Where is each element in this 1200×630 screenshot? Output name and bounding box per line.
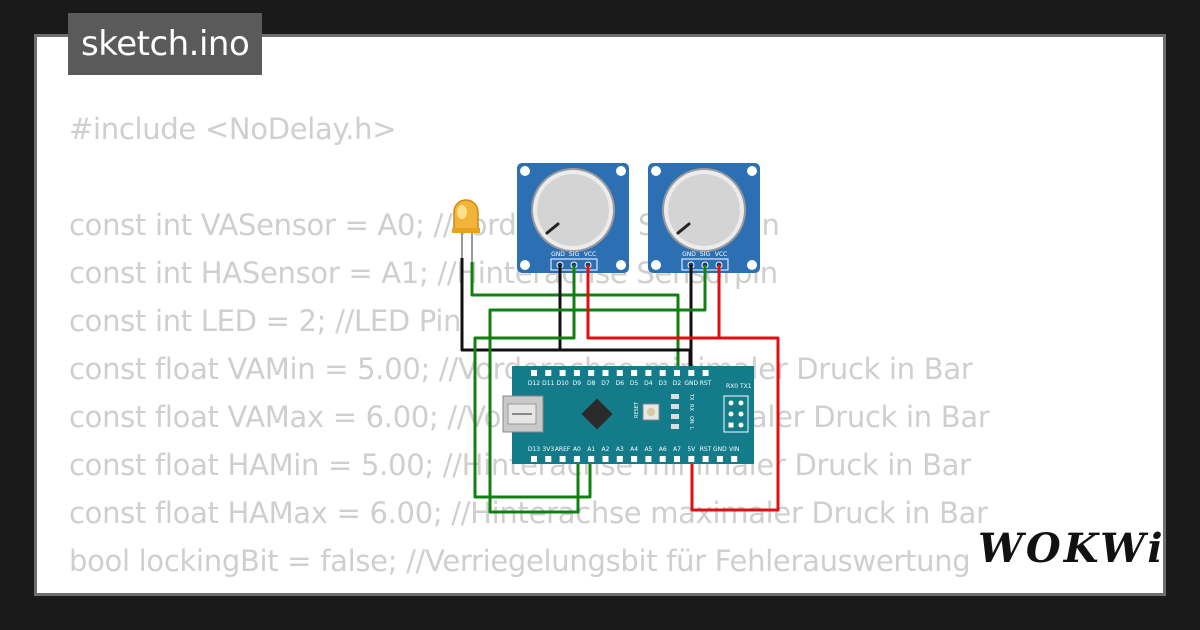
pin-pad bbox=[702, 456, 709, 462]
reset-button[interactable] bbox=[642, 403, 660, 421]
pin-label: D12 bbox=[528, 380, 540, 387]
pin-label: A0 bbox=[573, 446, 581, 453]
pin-label: A5 bbox=[644, 446, 652, 453]
pin-label: RST bbox=[700, 446, 712, 453]
led-label-l: L bbox=[688, 427, 694, 430]
pin-label: D5 bbox=[630, 380, 639, 387]
wire-pot2-sig bbox=[488, 265, 707, 514]
pin-label: D13 bbox=[528, 446, 540, 453]
wokwi-logo: WOKWi bbox=[978, 525, 1166, 572]
pin-pad bbox=[588, 370, 595, 376]
pin-pad bbox=[731, 456, 738, 462]
file-tab[interactable]: sketch.ino bbox=[68, 13, 263, 75]
pin-pad bbox=[674, 370, 680, 376]
pin-pad bbox=[559, 456, 566, 462]
pin-label: 3V3 bbox=[542, 446, 554, 453]
code-line: const float HAMax = 6.00; //Hinterachse … bbox=[69, 496, 988, 530]
pot1-pin-sig: SIG bbox=[569, 251, 580, 258]
pin-label: GND bbox=[684, 380, 698, 387]
pin-pad bbox=[545, 370, 552, 376]
label-rx0: RX0 bbox=[726, 383, 738, 390]
pin-pad bbox=[688, 456, 695, 462]
pot1-pin-vcc: VCC bbox=[584, 251, 596, 258]
icsp-header bbox=[723, 395, 749, 433]
pin-label: A6 bbox=[659, 446, 667, 453]
pin-label: A3 bbox=[616, 446, 624, 453]
pin-label: D8 bbox=[587, 380, 596, 387]
pin-pad bbox=[573, 456, 580, 462]
pin-pad bbox=[602, 370, 609, 376]
pin-label: D10 bbox=[556, 380, 568, 387]
wire-led-gnd bbox=[460, 258, 692, 366]
pin-pad bbox=[702, 370, 709, 376]
pin-pad bbox=[531, 370, 537, 376]
pin-label: RST bbox=[700, 380, 712, 387]
code-line: #include <NoDelay.h> bbox=[69, 112, 397, 146]
pin-pad bbox=[645, 370, 652, 376]
wire-pot1-sig bbox=[473, 265, 592, 499]
pin-pad bbox=[674, 456, 680, 462]
pin-pad bbox=[631, 456, 638, 462]
wire-pot1-vcc bbox=[586, 265, 780, 512]
pin-label: D7 bbox=[601, 380, 610, 387]
code-line: bool ausgabeBit = false; //Ausgabebit bbox=[69, 585, 989, 593]
pot2-pin-vcc: VCC bbox=[715, 251, 727, 258]
pin-label: A1 bbox=[587, 446, 595, 453]
pin-pad bbox=[616, 456, 623, 462]
pin-pad bbox=[531, 456, 537, 462]
pin-label: A2 bbox=[602, 446, 610, 453]
potentiometer-1[interactable]: GND SIG VCC bbox=[517, 163, 629, 273]
pin-label: D2 bbox=[673, 380, 682, 387]
pin-label: D9 bbox=[573, 380, 582, 387]
led-label-on: ON bbox=[688, 416, 694, 424]
pin-pad bbox=[659, 370, 666, 376]
pin-pad bbox=[659, 456, 666, 462]
pot2-pin-sig: SIG bbox=[700, 251, 711, 258]
reset-label: RESET bbox=[634, 401, 640, 418]
led-label-rx: RX bbox=[688, 404, 694, 411]
pin-pad bbox=[688, 370, 695, 376]
pin-label: D3 bbox=[658, 380, 667, 387]
pin-label: A7 bbox=[673, 446, 681, 453]
usb-connector bbox=[502, 395, 544, 433]
pin-label: D4 bbox=[644, 380, 653, 387]
pin-pad bbox=[573, 370, 580, 376]
pin-pad bbox=[588, 456, 595, 462]
pin-pad bbox=[559, 370, 566, 376]
code-line: const int LED = 2; //LED Pin bbox=[69, 304, 462, 338]
code-line: bool lockingBit = false; //Verriegelungs… bbox=[69, 544, 971, 578]
pin-pad bbox=[602, 456, 609, 462]
pin-pad bbox=[716, 456, 723, 462]
pin-label: 5V bbox=[687, 446, 696, 453]
pin-label: A4 bbox=[630, 446, 638, 453]
pin-pad bbox=[545, 456, 552, 462]
pin-label: VIN bbox=[729, 446, 739, 453]
pot2-pin-gnd: GND bbox=[682, 251, 696, 258]
pin-pad bbox=[616, 370, 623, 376]
pin-label: AREF bbox=[555, 446, 571, 453]
potentiometer-2[interactable]: GND SIG VCC bbox=[648, 163, 760, 273]
pin-pad bbox=[645, 456, 652, 462]
led-component[interactable] bbox=[452, 199, 480, 262]
pin-label: GND bbox=[713, 446, 727, 453]
led-label-tx: TX bbox=[688, 393, 694, 401]
wires bbox=[460, 258, 780, 514]
pin-pad bbox=[631, 370, 638, 376]
pot1-pin-gnd: GND bbox=[551, 251, 565, 258]
pin-label: D6 bbox=[616, 380, 625, 387]
pin-label: D11 bbox=[542, 380, 554, 387]
label-tx1: TX1 bbox=[739, 383, 752, 390]
microcontroller-chip bbox=[581, 398, 613, 430]
